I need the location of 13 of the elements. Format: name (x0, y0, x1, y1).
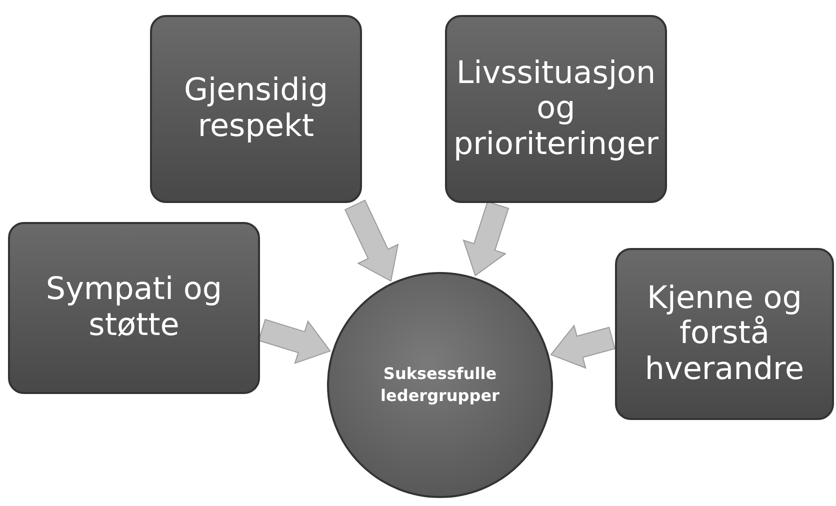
node-label: Kjenne og forstå hverandre (644, 280, 806, 388)
block-arrow (462, 201, 510, 276)
node-label: Suksessfulle ledergrupper (380, 362, 500, 407)
block-arrow (258, 318, 331, 364)
topic-box (615, 248, 834, 420)
node-label: Gjensidig respekt (182, 73, 330, 145)
topic-box (150, 15, 362, 203)
block-arrow (550, 324, 616, 369)
topic-box (445, 15, 667, 203)
topic-box (8, 222, 260, 394)
block-arrow (344, 200, 399, 282)
node-label: Sympati og støtte (44, 272, 224, 344)
node-label: Livssituasjon og prioriteringer (453, 56, 659, 162)
